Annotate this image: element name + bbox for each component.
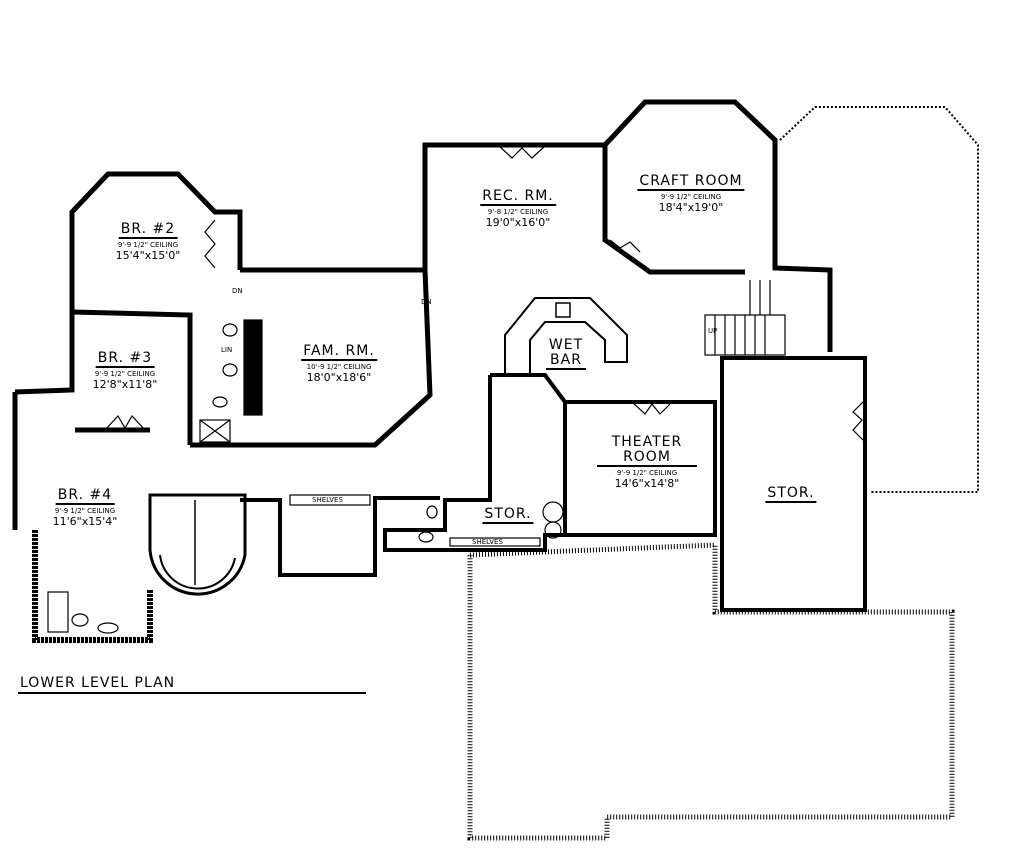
storage-walls xyxy=(720,356,867,612)
room-size: 15'4"x15'0" xyxy=(115,249,181,262)
room-name: BR. #4 xyxy=(55,487,115,505)
dn-label: DN xyxy=(232,287,243,295)
room-name: THEATER ROOM xyxy=(597,435,697,467)
room-ceiling: 9'-9 1/2" CEILING xyxy=(616,469,678,477)
room-rec-room: REC. RM. 9'-8 1/2" CEILING 19'0"x16'0" xyxy=(480,185,556,229)
room-name: STOR. xyxy=(765,485,817,503)
dn-label: DN xyxy=(421,298,432,306)
room-size: 12'8"x11'8" xyxy=(92,378,158,391)
linen-label: LIN xyxy=(221,346,233,354)
shelves-box-2 xyxy=(449,537,541,547)
room-ceiling: 9'-8 1/2" CEILING xyxy=(487,208,549,216)
room-bedroom-3: BR. #3 9'-9 1/2" CEILING 12'8"x11'8" xyxy=(92,347,158,392)
room-size: 11'6"x15'4" xyxy=(52,515,118,528)
room-storage-2: STOR. xyxy=(765,482,817,503)
room-size: 18'4"x19'0" xyxy=(658,201,724,214)
room-size: 18'0"x18'6" xyxy=(306,371,372,384)
room-family-room: FAM. RM. 10'-9 1/2" CEILING 18'0"x18'6" xyxy=(301,340,377,384)
br4-walls xyxy=(32,530,153,643)
room-storage-1: STOR. xyxy=(482,503,534,524)
room-size: 14'6"x14'8" xyxy=(614,477,680,490)
right-stair xyxy=(704,280,786,356)
shelves-label: SHELVES xyxy=(472,538,503,546)
wet-bar-counter xyxy=(504,297,628,375)
room-theater-room: THEATER ROOM 9'-9 1/2" CEILING 14'6"x14'… xyxy=(597,435,697,490)
porch-outline xyxy=(779,106,979,493)
room-ceiling: 10'-9 1/2" CEILING xyxy=(306,363,372,371)
room-ceiling: 9'-9 1/2" CEILING xyxy=(660,193,722,201)
room-name: FAM. RM. xyxy=(301,343,377,361)
plan-title: LOWER LEVEL PLAN xyxy=(20,675,176,691)
circular-stair xyxy=(148,493,247,596)
exterior-walls xyxy=(12,99,833,530)
doors xyxy=(47,144,866,634)
sink-icon xyxy=(555,302,571,318)
theater-walls xyxy=(563,400,717,537)
room-wet-bar: WET BAR xyxy=(546,338,586,370)
room-ceiling: 9'-9 1/2" CEILING xyxy=(117,241,179,249)
shelves-box-1 xyxy=(289,494,371,506)
room-ceiling: 9'-9 1/2" CEILING xyxy=(54,507,116,515)
room-name: BR. #2 xyxy=(118,221,178,239)
garage-outline xyxy=(467,542,955,841)
room-name: WET BAR xyxy=(546,338,586,370)
room-name: REC. RM. xyxy=(480,188,556,206)
room-name: BR. #3 xyxy=(95,350,155,368)
room-craft-room: CRAFT ROOM 9'-9 1/2" CEILING 18'4"x19'0" xyxy=(637,170,745,214)
room-name: CRAFT ROOM xyxy=(637,173,745,191)
room-size: 19'0"x16'0" xyxy=(485,216,551,229)
room-bedroom-4: BR. #4 9'-9 1/2" CEILING 11'6"x15'4" xyxy=(52,484,118,529)
room-ceiling: 9'-9 1/2" CEILING xyxy=(94,370,156,378)
room-bedroom-2: BR. #2 9'-9 1/2" CEILING 15'4"x15'0" xyxy=(115,218,181,263)
title-underline xyxy=(18,692,366,694)
room-name: STOR. xyxy=(482,506,534,524)
up-label: UP xyxy=(708,327,718,335)
shelves-label: SHELVES xyxy=(312,496,343,504)
